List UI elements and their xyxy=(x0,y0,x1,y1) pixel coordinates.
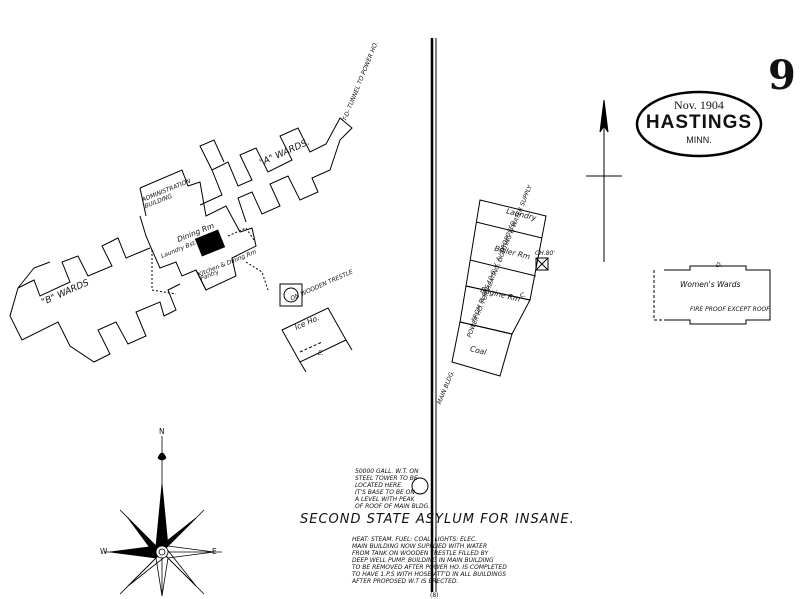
proposed-tank xyxy=(411,477,429,495)
wooden-trestle-tank xyxy=(279,283,303,307)
ice-house xyxy=(281,307,353,373)
b-wards-building xyxy=(9,237,181,363)
page-footer: (8) xyxy=(430,592,439,599)
womens-wards-building xyxy=(653,265,771,325)
tank-note: 50000 GALL. W.T. ON STEEL TOWER TO BE LO… xyxy=(355,468,431,510)
compass-north-label: N xyxy=(159,427,165,436)
womens-wards-label: Women's Wards xyxy=(680,280,741,289)
fireproof-label: FIRE PROOF EXCEPT ROOF. xyxy=(690,306,771,313)
a-wards-building xyxy=(199,117,353,223)
womens-wards-d-label: D. xyxy=(716,262,723,269)
title-date: Nov. 1904 xyxy=(674,98,724,112)
title-state: MINN. xyxy=(686,135,712,145)
chimney-label: CH.80' xyxy=(535,250,555,257)
central-block xyxy=(139,169,269,295)
compass-west-label: W xyxy=(100,547,108,556)
map-notes: HEAT: STEAM. FUEL: COAL. LIGHTS: ELEC. M… xyxy=(352,536,507,585)
ice-house-e-label: E. xyxy=(318,350,324,357)
compass-rose xyxy=(104,436,222,597)
title-block: Nov. 1904 HASTINGS MINN. xyxy=(636,92,762,156)
map-title: SECOND STATE ASYLUM FOR INSANE. xyxy=(300,512,575,527)
north-arrow xyxy=(586,99,622,262)
title-city: HASTINGS xyxy=(645,112,753,133)
power-house xyxy=(451,199,549,377)
title-oval xyxy=(635,90,763,158)
sheet-number: 9 xyxy=(768,52,796,99)
compass-east-label: E xyxy=(212,547,217,556)
power-house-c-label: C. xyxy=(520,292,527,299)
